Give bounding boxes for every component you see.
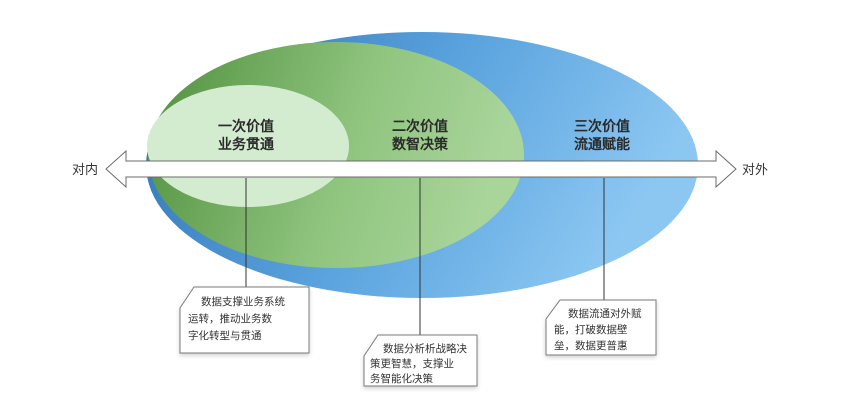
level-2-title-line1: 二次价值: [392, 118, 448, 135]
note-box-3: [545, 299, 657, 356]
level-2-title-line2: 数智决策: [392, 136, 449, 153]
note-3-line1: 数据流通对外赋: [568, 307, 642, 320]
double-arrow-axis: [105, 149, 737, 189]
level-1-title-line1: 一次价值: [218, 118, 274, 135]
note-2-line3: 务智能化决策: [370, 372, 433, 385]
axis-right-label: 对外: [742, 163, 768, 178]
note-3-line2: 能，打破数据壁: [554, 323, 628, 336]
level-3-title-line1: 三次价值: [574, 118, 630, 135]
note-3-line3: 垒，数据更普惠: [554, 339, 628, 352]
level-3-title-line2: 流通赋能: [574, 136, 630, 153]
level-1-title-line2: 业务贯通: [218, 136, 274, 153]
note-box-2: [363, 334, 478, 387]
note-1-line2: 运转，推动业务数: [188, 312, 272, 325]
note-1-line3: 字化转型与贯通: [188, 329, 262, 342]
axis-left-label: 对内: [72, 162, 98, 178]
note-box-1: [179, 286, 310, 354]
note-2-line1: 数据分析析战略决: [383, 342, 467, 355]
note-2-line2: 策更智慧，支撑业: [370, 357, 454, 370]
note-1-line1: 数据支撑业务系统: [201, 295, 285, 308]
